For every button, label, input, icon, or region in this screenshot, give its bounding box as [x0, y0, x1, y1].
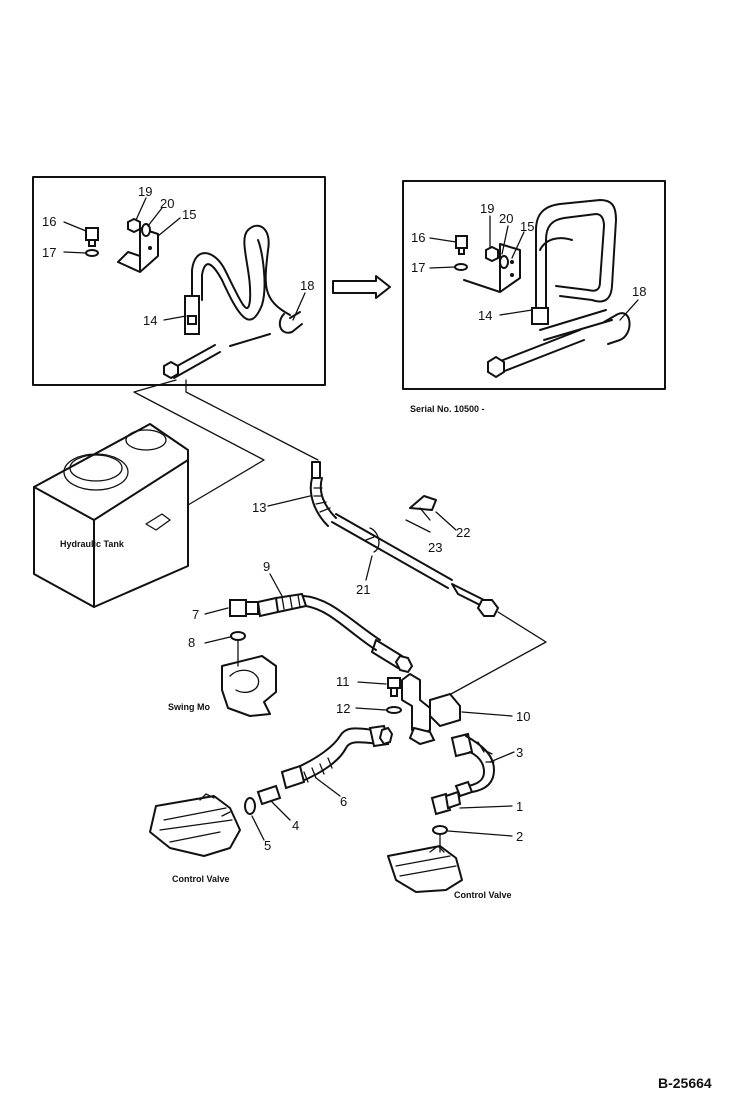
washer-icon	[499, 255, 509, 269]
routing-line	[133, 379, 265, 506]
filler-cap-icon	[63, 453, 129, 491]
bracket-icon	[117, 227, 159, 273]
control-valve-right: Control Valve	[387, 845, 512, 900]
part-number-13: 13	[252, 500, 266, 515]
part-number-8: 8	[188, 635, 195, 650]
part-number-19: 19	[480, 201, 494, 216]
control-valve-left: Control Valve	[149, 793, 241, 884]
part-number-4: 4	[292, 818, 299, 833]
washer-icon	[141, 223, 151, 237]
part-number-21: 21	[356, 582, 370, 597]
clip-icon	[278, 313, 303, 334]
hose-9: 9	[256, 559, 414, 674]
control-valve-right-label: Control Valve	[454, 890, 512, 900]
part-number-19: 19	[138, 184, 152, 199]
bolt-icon	[387, 677, 401, 689]
washer-12: 12	[336, 701, 402, 716]
part-number-5: 5	[264, 838, 271, 853]
bolt-icon	[85, 227, 99, 241]
part-number-9: 9	[263, 559, 270, 574]
hydraulic-tank: Hydraulic Tank	[33, 423, 189, 608]
part-number-10: 10	[516, 709, 530, 724]
part-number-15: 15	[182, 207, 196, 222]
loop-pipe	[535, 199, 617, 311]
part-number-16: 16	[42, 214, 56, 229]
loop-pipe	[191, 224, 291, 316]
part-number-12: 12	[336, 701, 350, 716]
connector-4: 4	[256, 784, 299, 833]
part-number-18: 18	[632, 284, 646, 299]
hose-3: 3	[450, 732, 523, 798]
hose-13: 13	[252, 461, 453, 589]
o-ring-5: 5	[244, 797, 271, 853]
elbow-7: 7	[192, 599, 259, 622]
o-ring-8: 8	[188, 631, 246, 650]
arrow-right-icon	[332, 275, 391, 299]
left-inset-frame	[32, 176, 326, 386]
block-10: 10	[401, 673, 530, 746]
bolt-icon	[409, 495, 437, 511]
part-number-11: 11	[336, 674, 350, 689]
part-number-23: 23	[428, 540, 442, 555]
washer-icon	[454, 263, 468, 271]
left-inset: 16 17 19 20 15 14 18	[32, 176, 326, 386]
nut-icon	[476, 599, 500, 617]
part-number-14: 14	[143, 313, 157, 328]
right-inset-frame	[402, 180, 666, 390]
nut-icon	[378, 726, 394, 746]
o-ring-2: 2	[432, 825, 523, 844]
washer-icon	[386, 706, 402, 714]
part-number-6: 6	[340, 794, 347, 809]
swing-motor-label: Swing Mo	[168, 702, 210, 712]
fitting-icon	[531, 307, 549, 325]
bracket-icon	[463, 243, 521, 293]
part-number-1: 1	[516, 799, 523, 814]
swing-motor: Swing Mo	[168, 655, 277, 717]
part-number-14: 14	[478, 308, 492, 323]
hose-6: 6	[280, 724, 394, 809]
filler-cap-icon	[125, 429, 167, 451]
clamp-assembly: 21 23 22	[356, 495, 470, 597]
serial-number-label: Serial No. 10500 -	[410, 404, 485, 414]
routing-line	[185, 379, 319, 461]
part-number-17: 17	[42, 245, 56, 260]
washer-icon	[85, 249, 99, 257]
part-number-17: 17	[411, 260, 425, 275]
part-number-20: 20	[499, 211, 513, 226]
drawing-reference: B-25664	[658, 1075, 712, 1091]
nut-icon	[394, 654, 414, 674]
part-number-22: 22	[456, 525, 470, 540]
hydraulic-tank-label: Hydraulic Tank	[60, 539, 125, 549]
nut-icon	[163, 360, 179, 380]
part-number-20: 20	[160, 196, 174, 211]
clip-icon	[603, 312, 631, 345]
part-number-2: 2	[516, 829, 523, 844]
elbow-1: 1	[430, 790, 523, 816]
routing-line	[439, 611, 547, 701]
part-number-16: 16	[411, 230, 425, 245]
nut-icon	[487, 355, 505, 379]
part-number-7: 7	[192, 607, 199, 622]
nut-icon	[127, 217, 141, 234]
right-inset: 16 17 19 20 15 14 18	[402, 180, 666, 390]
part-number-15: 15	[520, 219, 534, 234]
control-valve-left-label: Control Valve	[172, 874, 230, 884]
part-number-3: 3	[516, 745, 523, 760]
part-number-18: 18	[300, 278, 314, 293]
bolt-icon	[455, 235, 468, 249]
nut-icon	[485, 245, 499, 263]
bolt-11: 11	[336, 674, 401, 697]
